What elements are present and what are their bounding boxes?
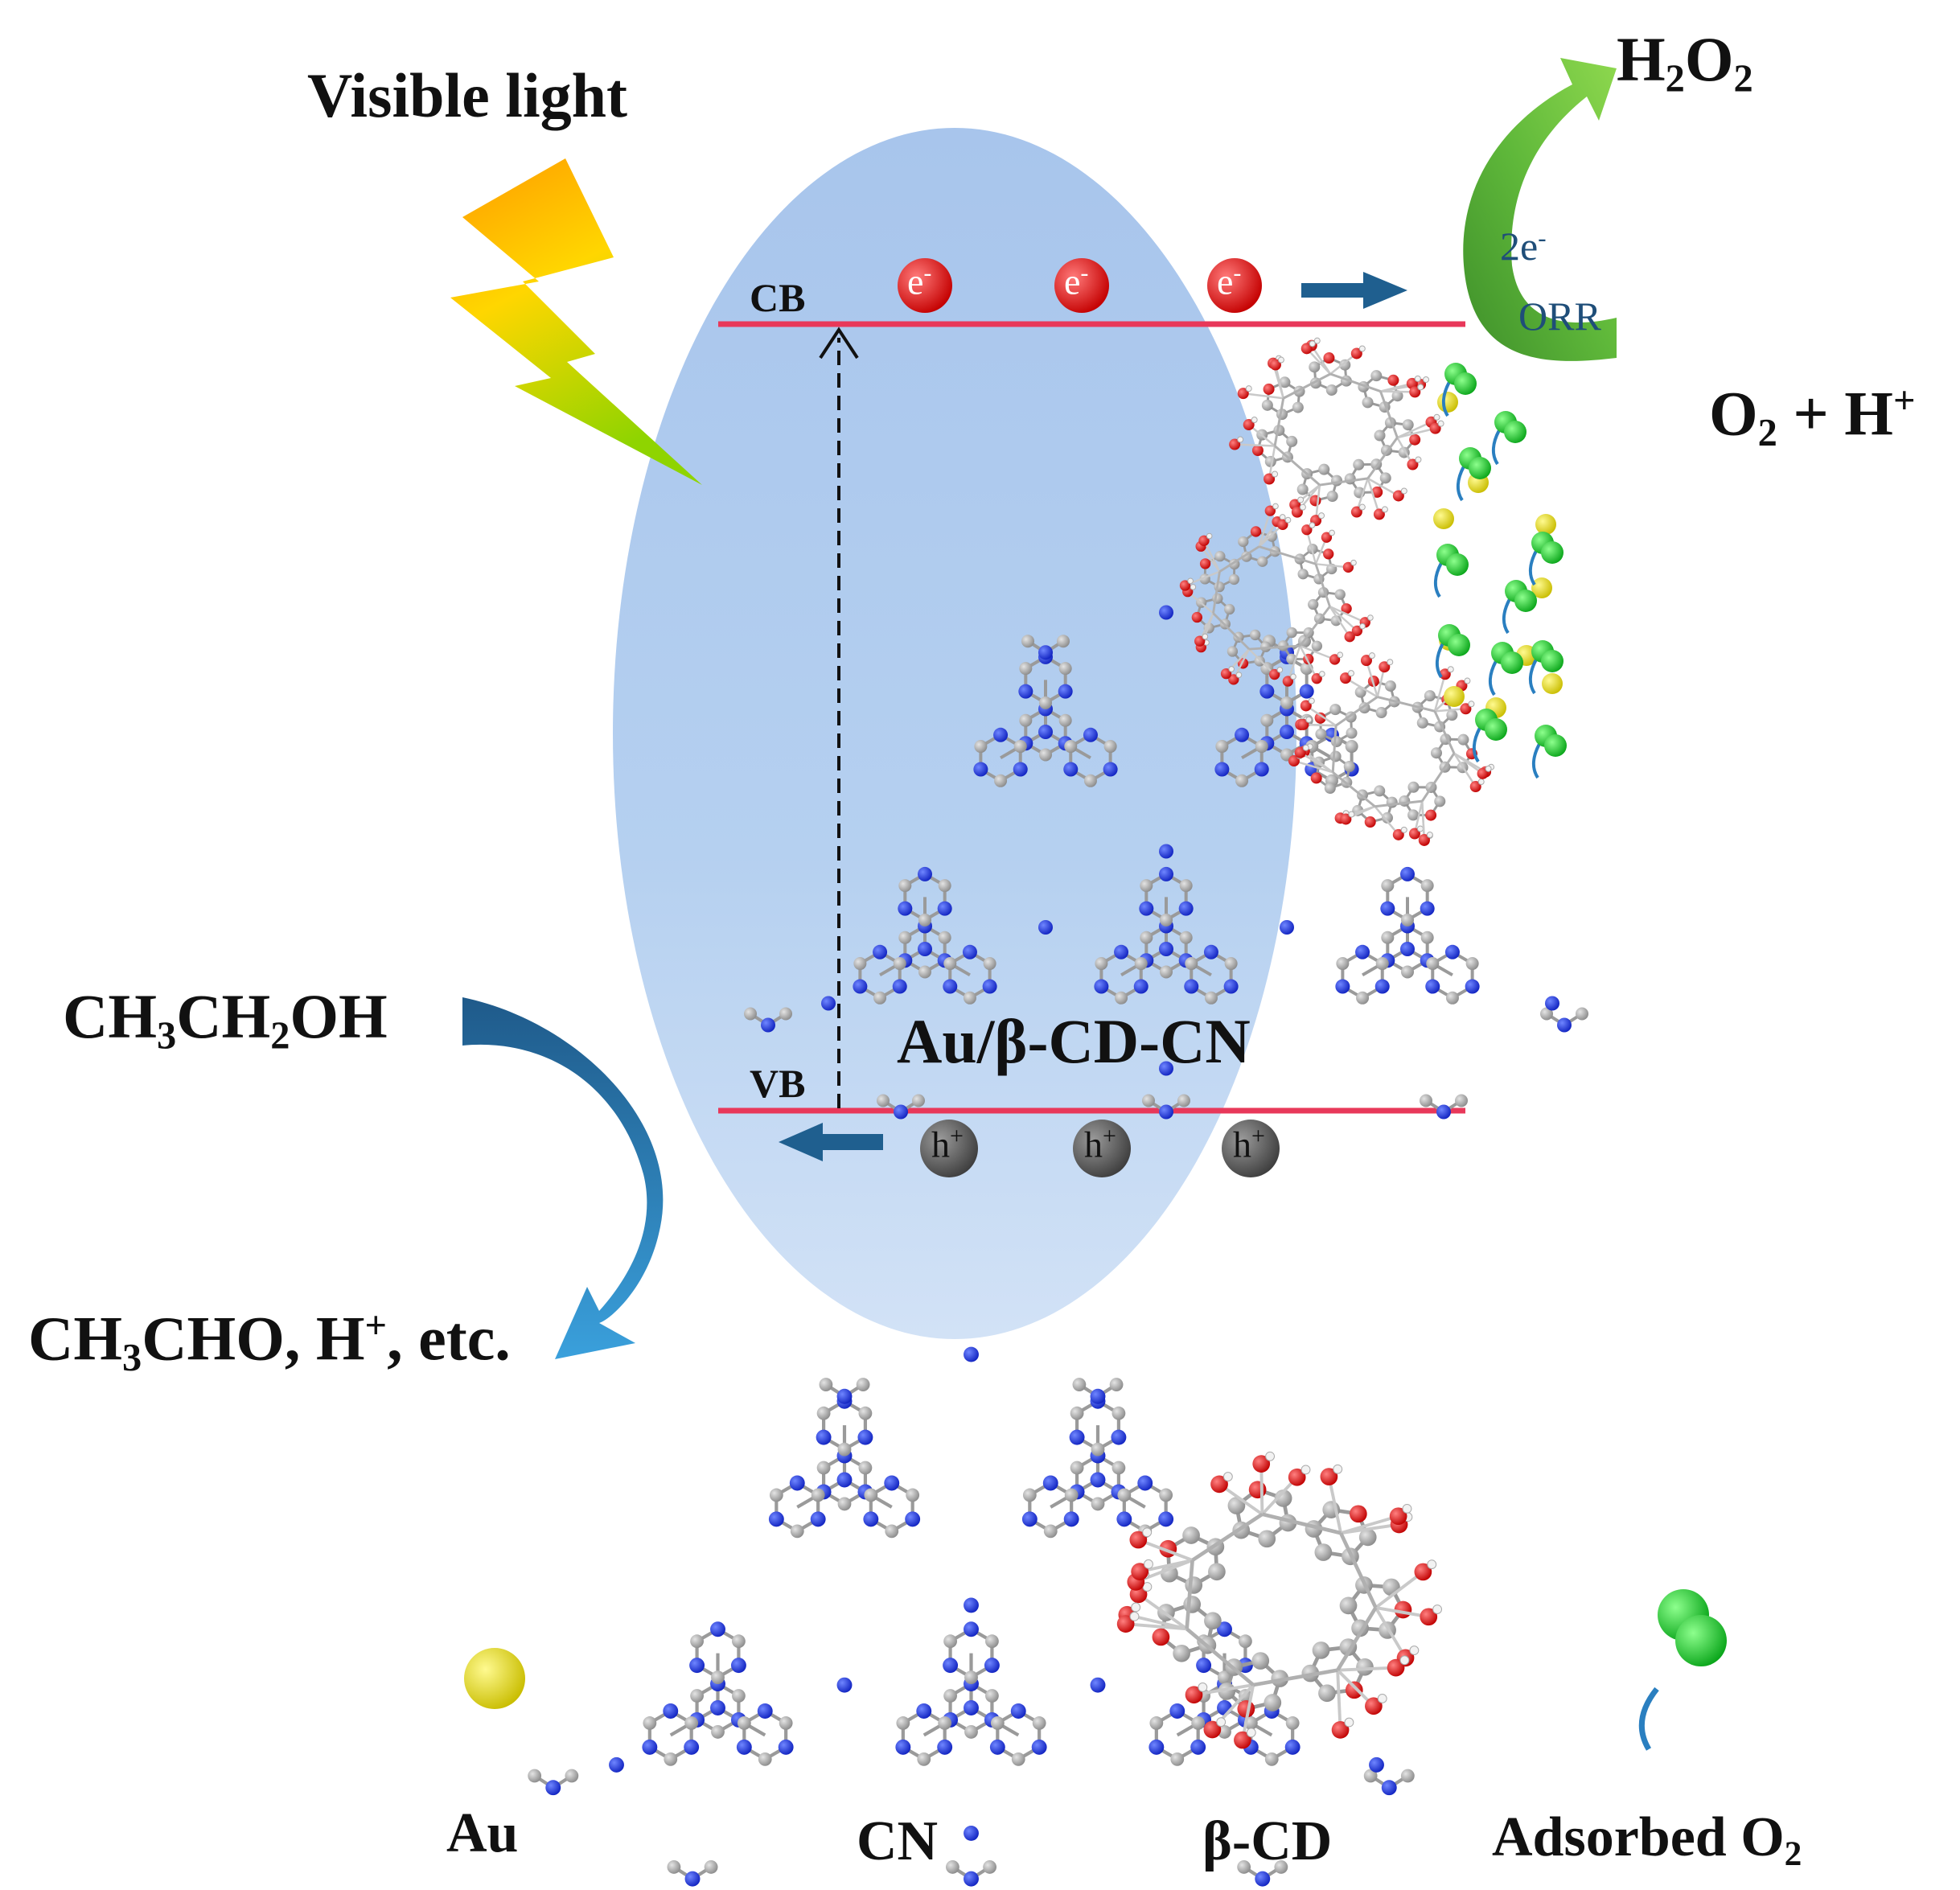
acetaldehyde-label: CH3CHO, H+, etc. bbox=[28, 1303, 511, 1380]
hole-3 bbox=[1222, 1120, 1280, 1177]
cn-structure bbox=[744, 605, 1588, 1120]
o2-h-label: O2 + H+ bbox=[1709, 378, 1916, 455]
legend-au-icon bbox=[464, 1648, 525, 1709]
legend-o2-label: Adsorbed O2 bbox=[1492, 1806, 1802, 1874]
electron-2 bbox=[1054, 258, 1109, 313]
hole-2 bbox=[1073, 1120, 1131, 1177]
oxidation-reaction-arrow bbox=[462, 997, 664, 1359]
au-o2-sites bbox=[1433, 363, 1567, 779]
hole-1 bbox=[920, 1120, 978, 1177]
electron-flow-arrow bbox=[1301, 272, 1407, 309]
hole-particles bbox=[920, 1120, 1280, 1177]
electron-3 bbox=[1207, 258, 1262, 313]
cb-label: CB bbox=[750, 275, 806, 320]
electron-particles bbox=[898, 258, 1262, 313]
hole-symbol: h+ bbox=[1084, 1123, 1116, 1165]
electron-symbol: e- bbox=[907, 260, 932, 302]
legend-au-label: Au bbox=[446, 1802, 519, 1864]
lightning-icon bbox=[450, 158, 702, 485]
h2o2-label: H2O2 bbox=[1617, 24, 1753, 101]
orr-label-line1: 2e- bbox=[1500, 224, 1547, 269]
legend-cn-icon bbox=[528, 1346, 1415, 1887]
orr-label-line2: ORR bbox=[1518, 294, 1601, 339]
beta-cd-structures bbox=[1179, 337, 1495, 846]
material-label: Au/β-CD-CN bbox=[897, 1006, 1251, 1076]
legend-bcd-icon bbox=[1116, 1451, 1443, 1749]
excitation-arrowhead bbox=[819, 327, 859, 360]
hole-symbol: h+ bbox=[931, 1123, 964, 1165]
legend-o2-icon bbox=[1638, 1589, 1727, 1751]
electron-symbol: e- bbox=[1217, 260, 1242, 302]
electron-1 bbox=[898, 258, 952, 313]
legend-bcd-label: β-CD bbox=[1202, 1810, 1333, 1872]
legend-cn-label: CN bbox=[857, 1810, 939, 1872]
catalyst-particle bbox=[613, 128, 1296, 1339]
hole-symbol: h+ bbox=[1233, 1123, 1265, 1165]
vb-label: VB bbox=[750, 1061, 806, 1106]
ethanol-label: CH3CH2OH bbox=[63, 981, 388, 1058]
orr-reaction-arrow bbox=[1463, 58, 1617, 361]
hole-flow-arrow bbox=[779, 1123, 883, 1161]
electron-symbol: e- bbox=[1064, 260, 1089, 302]
visible-light-label: Visible light bbox=[307, 60, 627, 130]
